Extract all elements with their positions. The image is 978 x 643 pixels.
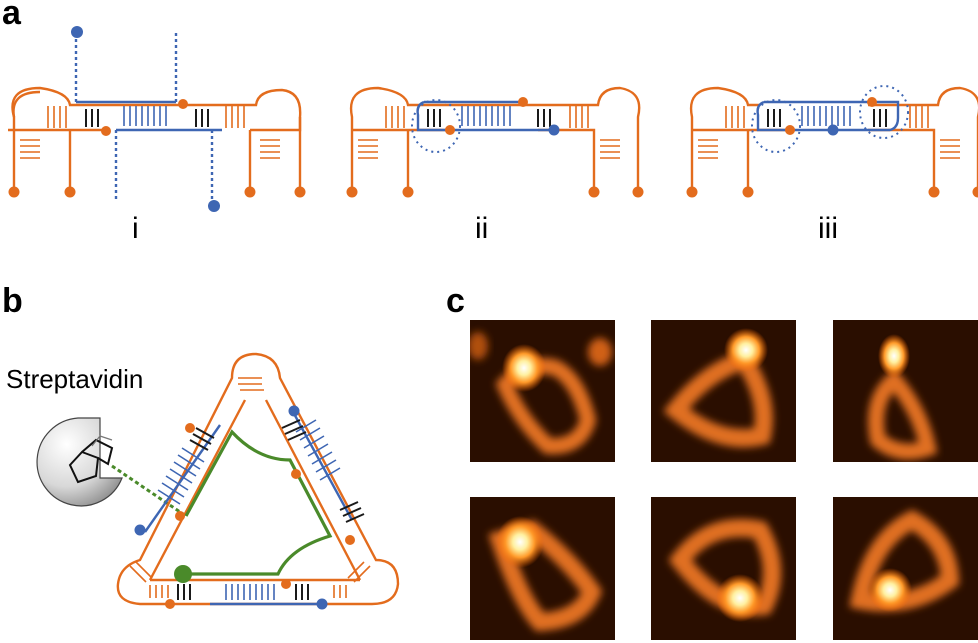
black-basepairs: [85, 109, 209, 127]
state-label-i: i: [132, 212, 139, 245]
orange-end-dot: [588, 186, 600, 198]
black-basepairs: [427, 109, 551, 127]
hairpin-left: [8, 86, 182, 190]
orange-end-dot: [867, 97, 877, 107]
dotted-highlight: [859, 85, 909, 139]
orange-end-dot: [686, 186, 698, 198]
blue-basepairs: [801, 106, 851, 126]
panel-a-state-i: i: [8, 26, 306, 245]
orange-end-dot: [294, 186, 306, 198]
panel-b-letter: b: [2, 282, 23, 320]
orange-end-dot: [402, 186, 414, 198]
state-label-iii: iii: [818, 212, 838, 245]
orange-end-dot: [742, 186, 754, 198]
blue-strand: [74, 30, 222, 205]
blue-basepairs: [461, 106, 511, 126]
orange-end-dot: [928, 186, 940, 198]
blue-end-dot: [208, 200, 220, 212]
hairpins: [689, 86, 978, 190]
afm-image-6: [833, 497, 978, 640]
afm-image-1: [470, 320, 615, 462]
orange-end-dot: [345, 535, 355, 545]
hairpin-right: [68, 88, 302, 190]
hairpins: [349, 86, 641, 190]
orange-end-dot: [8, 186, 20, 198]
green-linker-path: [184, 429, 333, 576]
biotin-linker: [111, 464, 187, 518]
dna-triangle: [116, 352, 400, 610]
stem-ticks-left: [20, 106, 67, 159]
blue-end-dot: [134, 524, 146, 536]
orange-end-dot: [281, 579, 291, 589]
blue-end-dot: [316, 598, 328, 610]
orange-end-dot: [178, 99, 188, 109]
stem-ticks: [698, 106, 960, 159]
orange-end-dot: [165, 599, 175, 609]
panel-c-letter: c: [446, 282, 465, 320]
orange-end-dot: [175, 511, 185, 521]
orange-end-dot: [632, 186, 644, 198]
orange-end-dot: [101, 126, 111, 136]
orange-end-dot: [518, 97, 528, 107]
orange-end-dot: [972, 186, 978, 198]
afm-image-5: [651, 497, 796, 640]
orange-end-dot: [785, 125, 795, 135]
orange-end-dot: [346, 186, 358, 198]
blue-basepairs: [123, 106, 167, 126]
stem-ticks-right: [225, 106, 280, 159]
orange-end-dot: [185, 423, 195, 433]
afm-image-4: [470, 497, 615, 640]
streptavidin-label: Streptavidin: [6, 364, 143, 394]
green-anchor-dot: [174, 565, 192, 583]
orange-end-dot: [244, 186, 256, 198]
orange-end-dot: [291, 469, 301, 479]
orange-end-dot: [445, 125, 455, 135]
streptavidin-protein: [36, 417, 123, 507]
blue-end-dot: [548, 124, 560, 136]
state-label-ii: ii: [475, 212, 488, 245]
blue-end-dot: [71, 26, 83, 38]
blue-end-dot: [827, 124, 839, 136]
stem-ticks: [358, 106, 620, 159]
afm-image-2: [651, 320, 796, 462]
blue-end-dot: [288, 405, 300, 417]
orange-end-dot: [64, 186, 76, 198]
panel-a-letter: a: [2, 0, 22, 32]
dotted-highlight: [751, 99, 801, 153]
afm-image-3: [833, 320, 978, 462]
black-basepairs: [767, 109, 887, 127]
panel-a-state-iii: iii: [686, 85, 978, 245]
panel-a-state-ii: ii: [346, 86, 644, 245]
dotted-highlight: [411, 99, 461, 153]
